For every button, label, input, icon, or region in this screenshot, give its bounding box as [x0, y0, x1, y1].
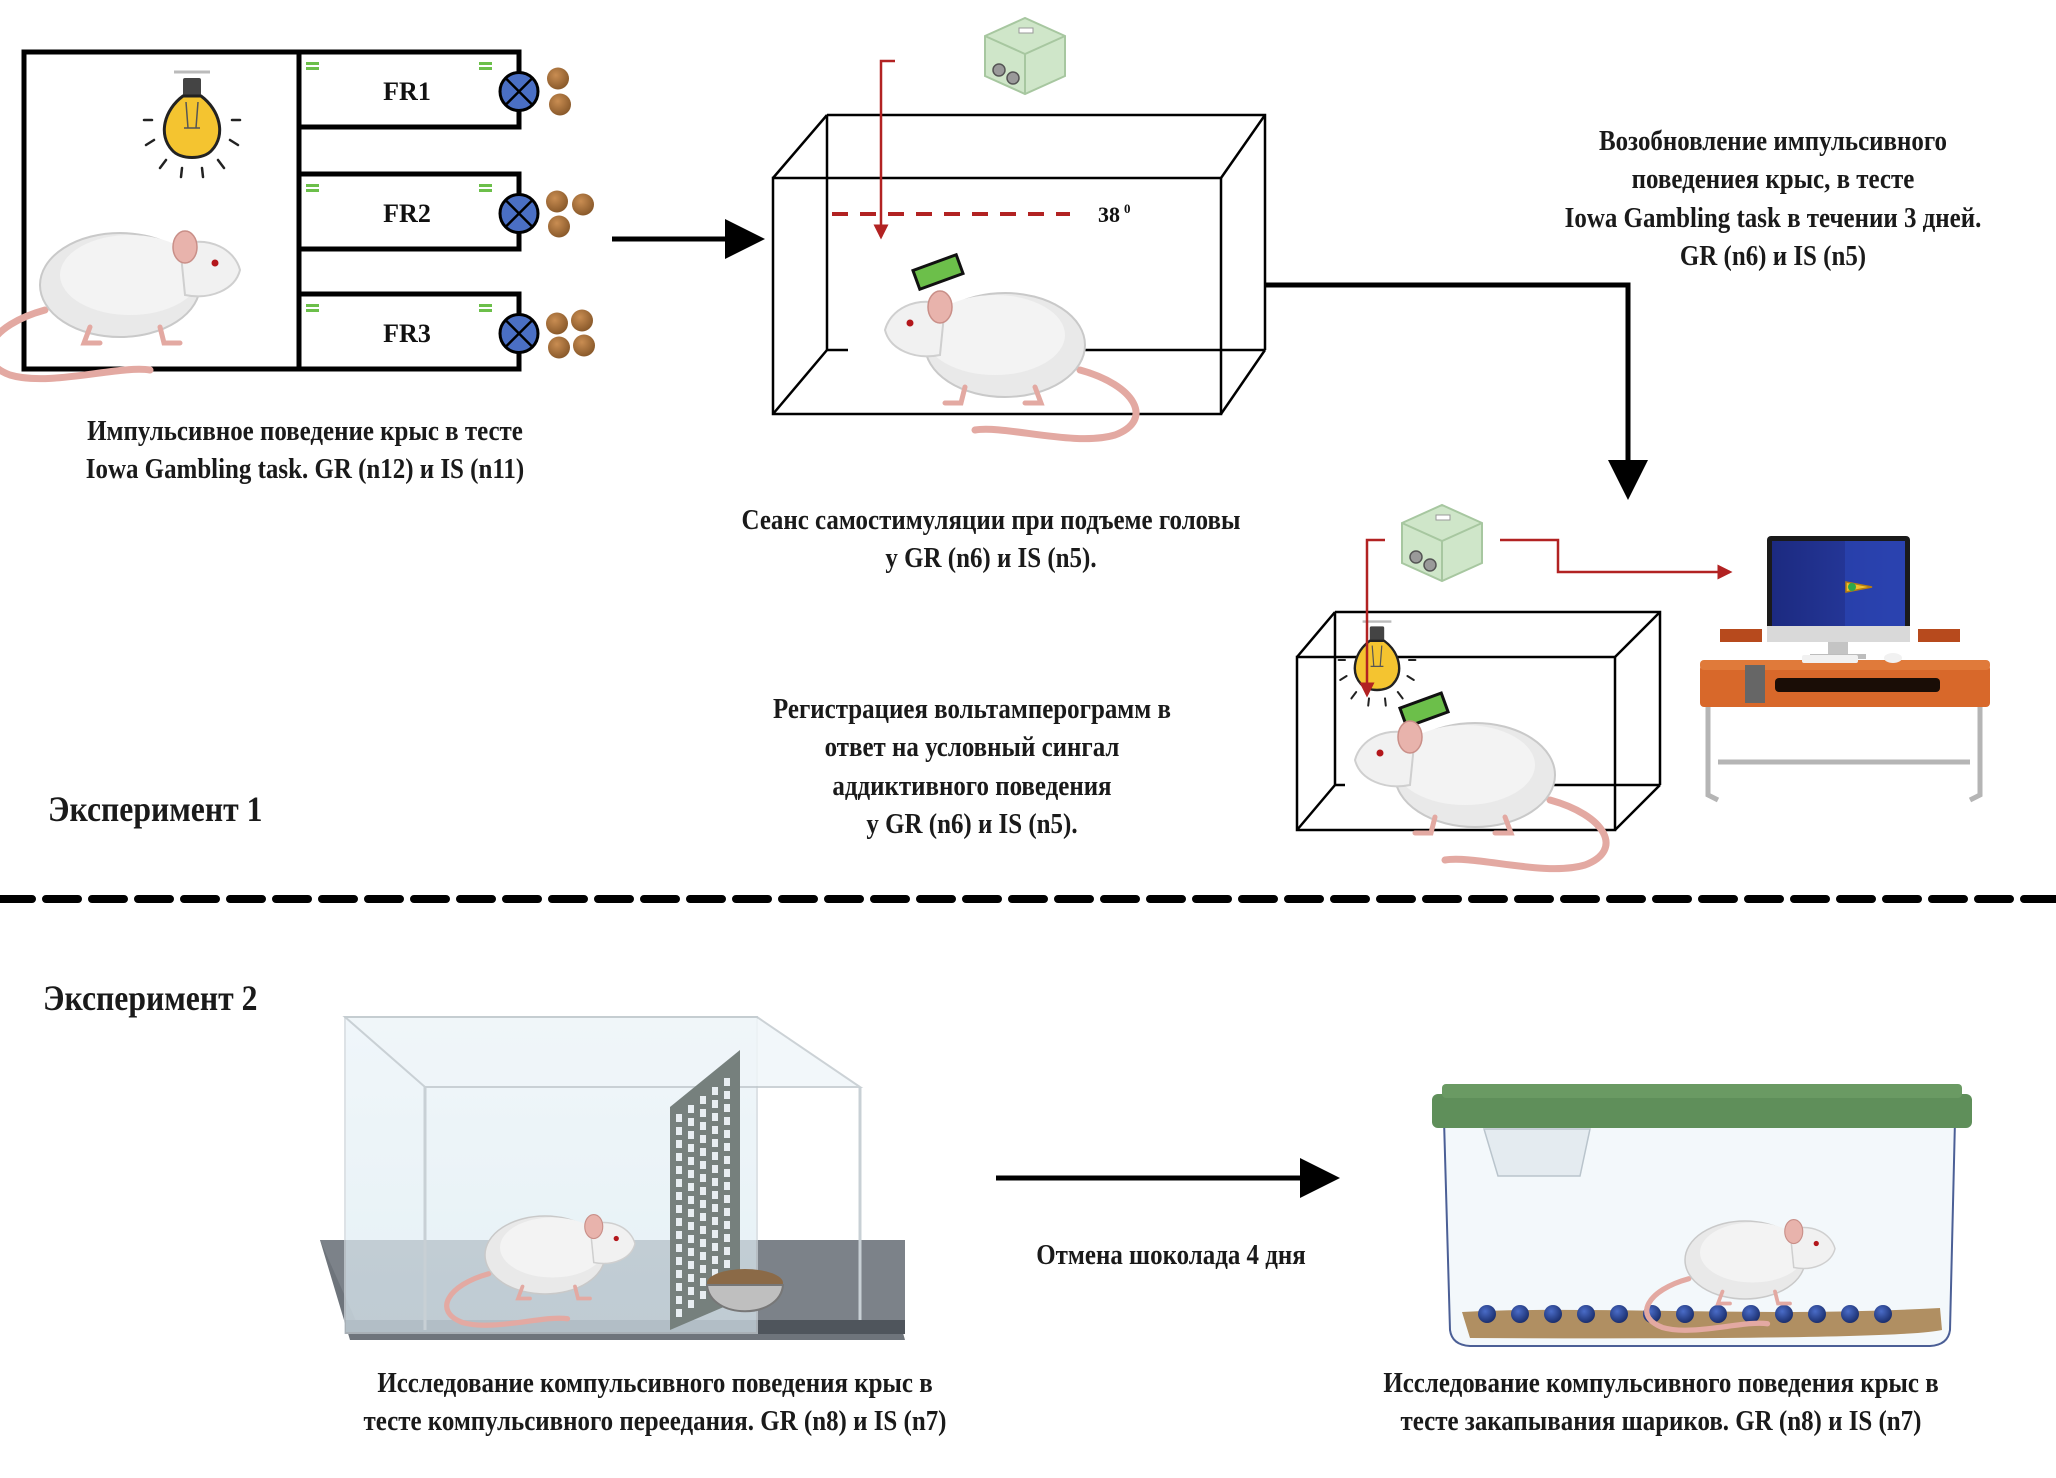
amplifier-box-icon [984, 17, 1066, 95]
caption-line: тесте закапывания шариков. GR (n8) и IS … [1400, 1405, 1922, 1438]
marble [1841, 1305, 1859, 1323]
food-pellet [573, 334, 595, 357]
caption-line: тесте компульсивного переедания. GR (n8)… [363, 1405, 947, 1438]
lever-icon [498, 193, 540, 234]
keyboard [1802, 655, 1858, 663]
caption-line: Iowa Gambling task. GR (n12) и IS (n11) [85, 453, 525, 486]
caption-line: Регистрациея вольтамперограмм в [773, 693, 1171, 725]
water-bottle [1482, 1128, 1591, 1177]
amplifier-box-icon-2 [1401, 504, 1483, 582]
food-pellet [547, 67, 569, 90]
experiment-2-heading: Эксперимент 2 [43, 978, 258, 1018]
caption-line: Iowa Gambling task в течении 3 дней. [1564, 201, 1982, 234]
marble [1511, 1305, 1529, 1323]
cage-lid [1432, 1094, 1972, 1128]
caption-line: Сеанс самостимуляции при подъеме головы [741, 504, 1241, 536]
lever-compartment-fr1: FR1 [299, 49, 571, 130]
caption-line: Исследование компульсивного поведения кр… [377, 1367, 933, 1399]
marble [1544, 1305, 1562, 1323]
voltammetry-caption: Регистрациея вольтамперограмм в ответ на… [748, 690, 1195, 843]
marble [1709, 1305, 1727, 1323]
caption-line: поведениея крыс, в тесте [1631, 163, 1915, 196]
caption-line: аддиктивного поведения [832, 769, 1112, 802]
caption-line: у GR (n6) и IS (n5). [885, 542, 1097, 575]
withdrawal-label: Отмена шоколада 4 дня [995, 1236, 1348, 1274]
marble [1742, 1305, 1760, 1323]
experiment-1-heading: Эксперимент 1 [48, 789, 263, 829]
head-sensor-2 [1397, 691, 1451, 729]
head-sensor [911, 252, 965, 292]
food-pellet [549, 93, 571, 116]
food-pellet [572, 193, 594, 216]
marble [1775, 1305, 1793, 1323]
marble-burying-caption: Исследование компульсивного поведения кр… [1347, 1364, 1975, 1441]
marble [1610, 1305, 1628, 1323]
caption-line: Импульсивное поведение крыс в тесте [87, 415, 523, 447]
caption-line: ответ на условный сингал [824, 731, 1120, 764]
marble [1478, 1305, 1496, 1323]
food-bowl [705, 1284, 785, 1313]
marble [1577, 1305, 1595, 1323]
lever-compartment-fr3: FR3 [299, 291, 595, 372]
caption-line: Исследование компульсивного поведения кр… [1383, 1367, 1939, 1399]
lever-label: FR3 [383, 319, 431, 348]
rat-illustration-2 [885, 291, 1136, 439]
rat-illustration [0, 231, 240, 379]
light-bulb-icon [142, 70, 242, 179]
speaker-right [1918, 629, 1960, 642]
overeating-caption: Исследование компульсивного поведения кр… [341, 1364, 969, 1441]
lever-label: FR2 [383, 199, 431, 228]
caption-line: Возобновление импульсивного [1598, 125, 1948, 157]
caption-line: у GR (n6) и IS (n5). [866, 807, 1078, 840]
food-pellet [548, 336, 570, 359]
main-compartment [21, 49, 302, 372]
rat-illustration-3 [1355, 721, 1606, 869]
marble [1808, 1305, 1826, 1323]
mouse [1884, 653, 1902, 663]
desk-drawer [1745, 665, 1765, 703]
food-pellet [546, 312, 568, 335]
caption-line: GR (n6) и IS (n5) [1679, 239, 1867, 272]
voltammetry-chamber [1295, 610, 1662, 832]
reinstatement-caption: Возобновление импульсивного поведениея к… [1532, 122, 2014, 275]
compulsive-overeating-cage [320, 1016, 905, 1340]
lever-label: FR1 [383, 77, 431, 106]
operant-caption: Импульсивное поведение крыс в тесте Iowa… [60, 412, 550, 489]
lever-compartment-fr2: FR2 [299, 171, 594, 252]
light-bulb-icon-2 [1337, 620, 1417, 707]
marble [1676, 1305, 1694, 1323]
stimulation-wire [873, 59, 895, 240]
food-pellet [571, 309, 593, 332]
speaker-left [1720, 629, 1762, 642]
partition-grid [676, 1078, 730, 1317]
lever-icon [498, 313, 540, 354]
marble-burying-cage [1432, 1084, 1972, 1347]
food-pellet [546, 190, 568, 213]
recording-wire [1359, 538, 1385, 698]
withdrawal-text: Отмена шоколада 4 дня [1036, 1239, 1306, 1271]
computer-workstation [1700, 536, 1990, 803]
bedding [1462, 1308, 1942, 1339]
signal-wire [1500, 538, 1733, 580]
arrow-to-voltammetry [1266, 282, 1648, 500]
marble [1874, 1305, 1892, 1323]
self-stimulation-caption: Сеанс самостимуляции при подъеме головы … [729, 501, 1254, 578]
food-pellet [548, 215, 570, 238]
lever-icon [498, 71, 540, 112]
